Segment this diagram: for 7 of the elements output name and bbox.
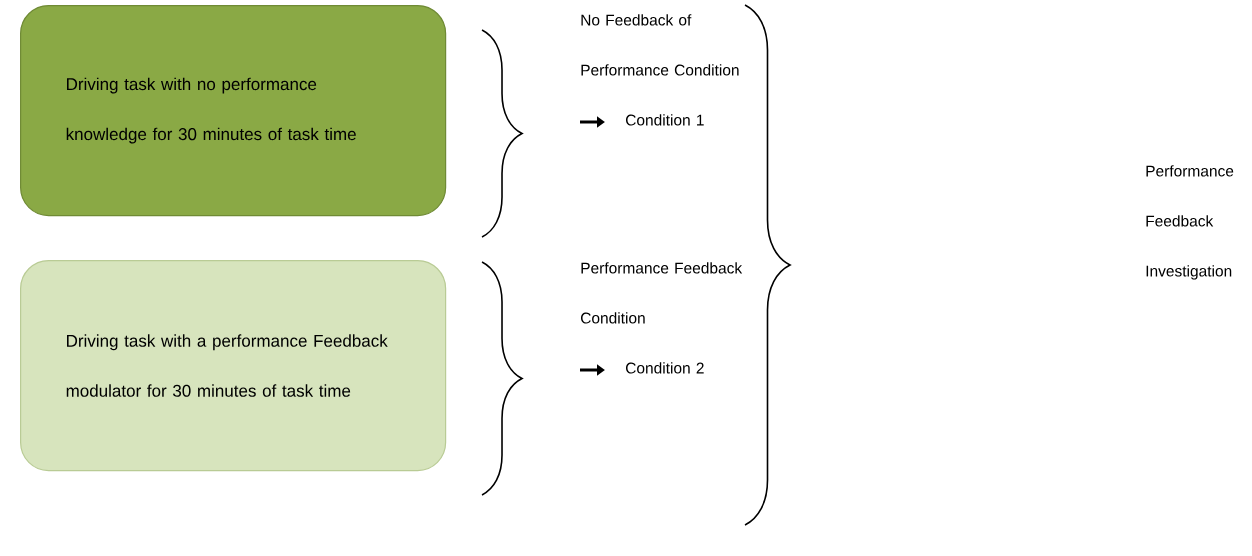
label-text: Performance Feedback Condition: [581, 262, 743, 324]
label-text: Performance Feedback Investigation: [1146, 165, 1234, 280]
label-text: Condition 2: [626, 362, 704, 374]
process-box: Driving task with no performance knowledge for 30 minutes of task time: [20, 5, 447, 217]
label-text: No Feedback of Performance Condition: [581, 14, 739, 76]
label-text: Condition 1: [626, 114, 704, 126]
process-box: Driving task with a performance Feedback modulator for 30 minutes of task time: [20, 260, 447, 472]
